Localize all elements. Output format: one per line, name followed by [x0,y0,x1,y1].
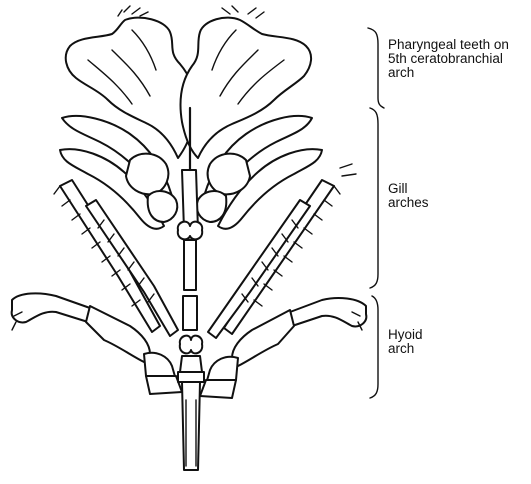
bracket-hyoid-arch [370,296,378,398]
label-gill-arches: Gill arches [388,182,429,210]
label-pharyngeal-teeth: Pharyngeal teeth on 5th ceratobranchial … [388,38,509,80]
bracket-pharyngeal-teeth [368,28,384,108]
urohyal [178,336,204,470]
label-hyoid-arch: Hyoid arch [388,328,423,356]
bracket-gill-arches [370,108,378,288]
